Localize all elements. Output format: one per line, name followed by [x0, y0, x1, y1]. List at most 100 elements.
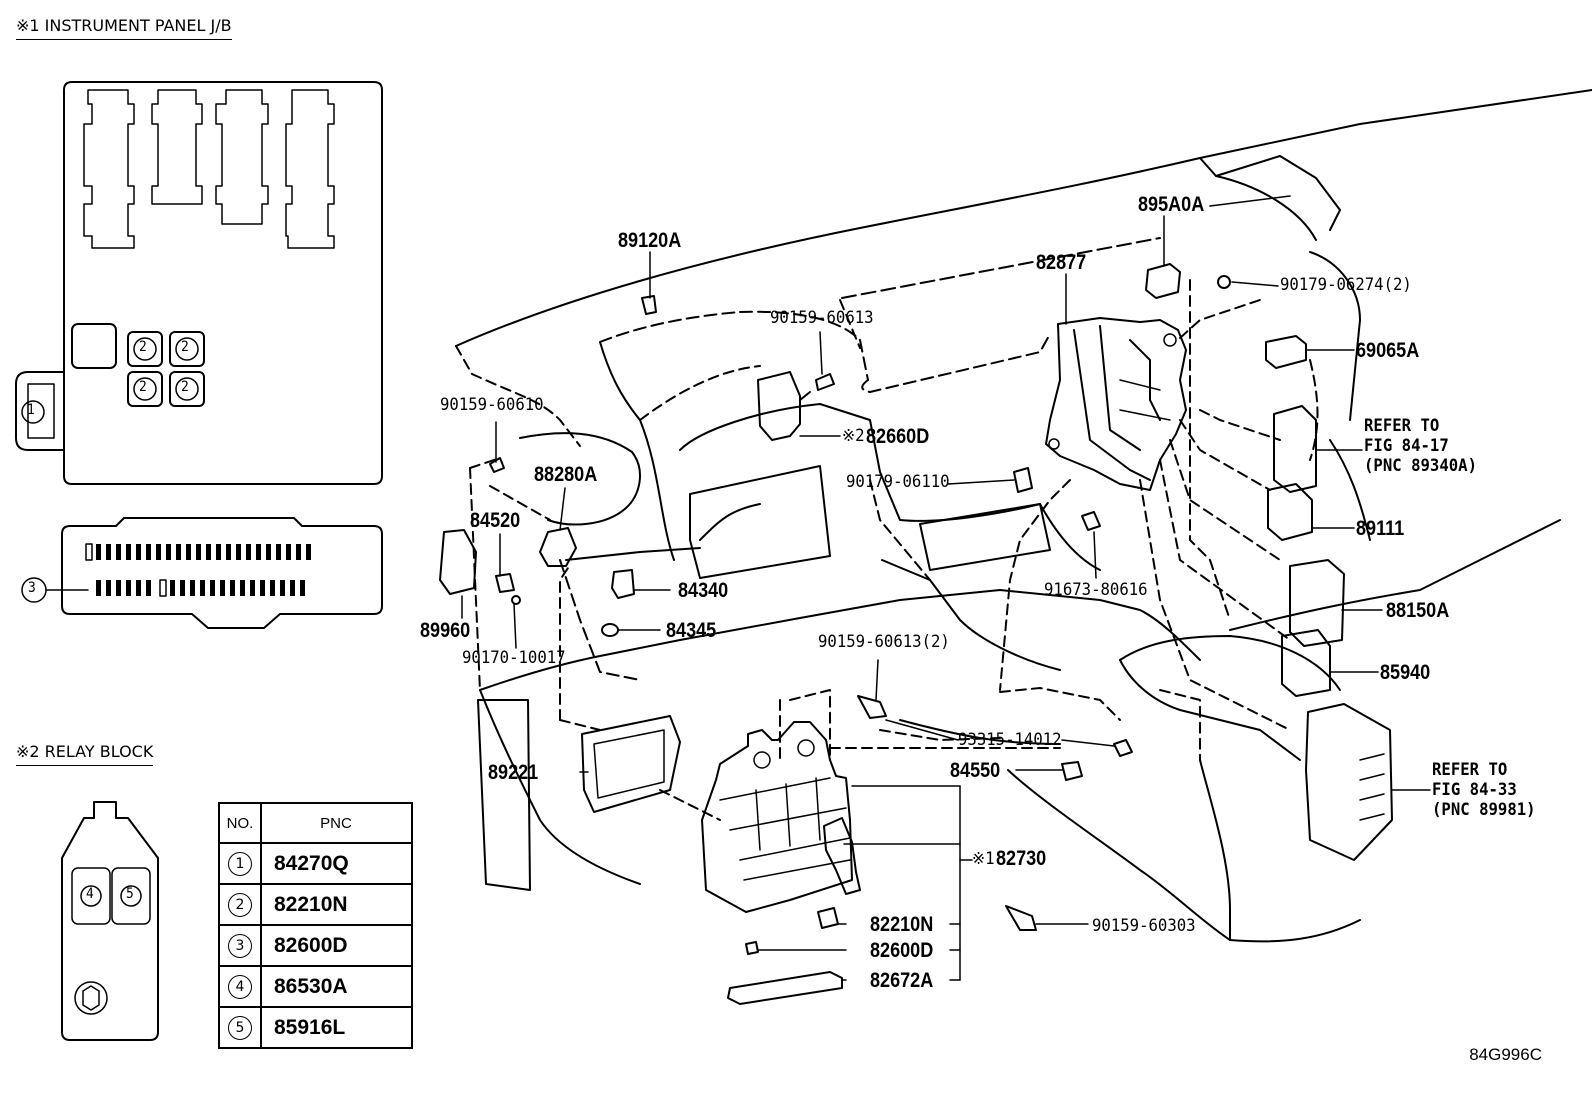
part-90179-06274-nut — [1217, 275, 1231, 289]
part-89221 — [581, 715, 681, 813]
refer-line[interactable]: FIG 84-33 — [1432, 780, 1517, 800]
part-88150A — [1289, 559, 1345, 647]
label-82660D[interactable]: 82660D — [866, 425, 930, 448]
jb-callout-2: 2 — [181, 379, 189, 395]
label-90179-06274[interactable]: 90179-06274(2) — [1280, 275, 1412, 295]
label-82730-mark: ※1 — [972, 849, 995, 869]
jb-callout-1: 1 — [27, 402, 35, 418]
label-82210N[interactable]: 82210N — [870, 913, 934, 936]
label-93315-14012[interactable]: 93315-14012 — [958, 730, 1062, 750]
label-84340[interactable]: 84340 — [678, 579, 729, 602]
label-82660D-mark: ※2 — [842, 426, 865, 446]
row-pnc: 84270Q — [260, 842, 413, 885]
row-number: 1 — [228, 851, 252, 876]
label-84550[interactable]: 84550 — [950, 759, 1001, 782]
label-91673-80616[interactable]: 91673-80616 — [1044, 580, 1148, 600]
refer-line: REFER TO — [1364, 416, 1440, 436]
part-82210N-relay — [817, 907, 839, 929]
label-69065A[interactable]: 69065A — [1356, 339, 1420, 362]
part-90159-60613-bolt — [799, 373, 835, 401]
table-row: 5 85916L — [218, 1006, 413, 1049]
part-93315-14012 — [1113, 739, 1133, 757]
relay-callout-4: 4 — [86, 886, 94, 902]
part-84520 — [495, 573, 515, 593]
label-90159-60303[interactable]: 90159-60303 — [1092, 916, 1196, 936]
relay-callout-5: 5 — [126, 886, 134, 902]
part-89981-module — [1305, 703, 1393, 861]
part-82672A-cover — [727, 971, 843, 1005]
part-89120A-clip — [641, 295, 657, 315]
refer-note-89981: REFER TO FIG 84-33 (PNC 89981) — [1432, 760, 1536, 820]
relay-block-title: ※2 RELAY BLOCK — [16, 742, 154, 766]
part-89960 — [439, 529, 477, 595]
part-82660D-relay-block — [757, 371, 801, 441]
title-underline — [16, 35, 232, 40]
label-88280A[interactable]: 88280A — [534, 463, 598, 486]
refer-line[interactable]: FIG 84-17 — [1364, 436, 1449, 456]
label-88150A[interactable]: 88150A — [1386, 599, 1450, 622]
part-82877-bracket — [1045, 317, 1187, 491]
relay-block-drawing — [61, 801, 159, 1041]
title-underline — [16, 761, 154, 766]
instrument-panel-outline — [455, 89, 1592, 943]
part-88280A-switch — [539, 527, 577, 567]
jb-callout-3: 3 — [28, 580, 36, 596]
part-82730-bracket — [823, 817, 861, 895]
instrument-panel-jb-title: ※1 INSTRUMENT PANEL J/B — [16, 16, 232, 40]
table-row: 3 82600D — [218, 924, 413, 967]
jb-callout-2: 2 — [139, 339, 147, 355]
part-84550 — [1061, 761, 1083, 781]
row-number: 4 — [228, 974, 252, 999]
row-number: 2 — [228, 892, 252, 917]
pnc-table-header: NO. PNC — [218, 802, 413, 844]
row-number: 5 — [228, 1015, 252, 1040]
row-pnc: 86530A — [260, 965, 413, 1008]
part-90159-60613-2-bolt — [857, 695, 887, 719]
label-89960[interactable]: 89960 — [420, 619, 471, 642]
label-895A0A[interactable]: 895A0A — [1138, 193, 1205, 216]
part-90179-06110-clip — [1013, 467, 1033, 493]
label-89111[interactable]: 89111 — [1356, 517, 1405, 540]
label-84520[interactable]: 84520 — [470, 509, 521, 532]
part-90170-10017 — [511, 595, 521, 605]
header-no: NO. — [218, 802, 262, 844]
label-84345[interactable]: 84345 — [666, 619, 717, 642]
part-89340A-module — [1273, 405, 1317, 493]
part-90159-60303-bolt — [1005, 905, 1037, 931]
label-82672A[interactable]: 82672A — [870, 969, 934, 992]
table-row: 2 82210N — [218, 883, 413, 926]
label-89120A[interactable]: 89120A — [618, 229, 682, 252]
refer-line: REFER TO — [1432, 760, 1508, 780]
instrument-panel-jb-connector-view — [21, 517, 383, 629]
jb-callout-2: 2 — [181, 339, 189, 355]
part-85940 — [1281, 629, 1331, 697]
pnc-table: NO. PNC 1 84270Q 2 82210N 3 82600D 4 865… — [218, 802, 413, 1049]
part-89111 — [1267, 483, 1313, 541]
label-90159-60610[interactable]: 90159-60610 — [440, 395, 544, 415]
part-69065A — [1265, 335, 1307, 369]
part-91673-80616-bolt — [1081, 511, 1101, 531]
figure-code: 84G996C — [1469, 1045, 1542, 1064]
jb-callout-2: 2 — [139, 379, 147, 395]
refer-line: (PNC 89340A) — [1364, 456, 1478, 476]
table-row: 1 84270Q — [218, 842, 413, 885]
label-82877[interactable]: 82877 — [1036, 251, 1087, 274]
label-82600D[interactable]: 82600D — [870, 939, 934, 962]
label-82730[interactable]: 82730 — [996, 847, 1047, 870]
row-number: 3 — [228, 933, 252, 958]
label-89221[interactable]: 89221 — [488, 761, 539, 784]
part-84345-washer — [601, 623, 619, 637]
header-pnc: PNC — [260, 802, 413, 844]
refer-note-89340A: REFER TO FIG 84-17 (PNC 89340A) — [1364, 416, 1477, 476]
part-895A0A-relay — [1145, 263, 1181, 299]
row-pnc: 82210N — [260, 883, 413, 926]
label-85940[interactable]: 85940 — [1380, 661, 1431, 684]
label-90159-60613-2[interactable]: 90159-60613(2) — [818, 632, 950, 652]
label-90170-10017[interactable]: 90170-10017 — [462, 648, 566, 668]
part-82730-junction-block — [701, 721, 853, 913]
label-90159-60613[interactable]: 90159-60613 — [770, 308, 874, 328]
instrument-panel-jb-top-view — [15, 81, 383, 485]
row-pnc: 85916L — [260, 1006, 413, 1049]
label-90179-06110[interactable]: 90179-06110 — [846, 472, 950, 492]
refer-line: (PNC 89981) — [1432, 800, 1536, 820]
